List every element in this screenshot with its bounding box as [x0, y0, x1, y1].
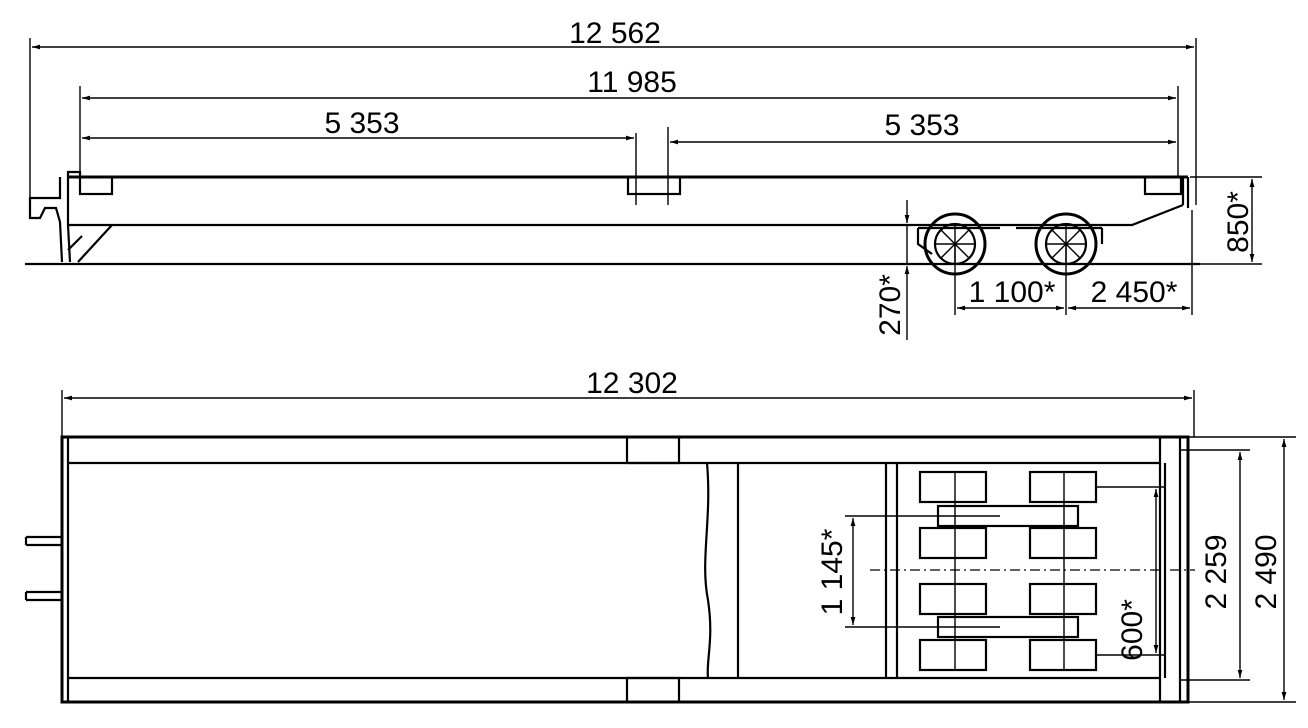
- label-top-overall-length: 12 302: [586, 367, 678, 400]
- label-half-right: 5 353: [884, 109, 959, 142]
- label-deck-height: 850*: [1222, 191, 1255, 253]
- label-width-outer: 2 490: [1250, 534, 1283, 609]
- label-wheel-clearance: 270*: [874, 274, 907, 336]
- label-deck-length: 11 985: [587, 66, 677, 99]
- break-line: [704, 462, 712, 679]
- top-view: 12 302 1 145* 600* 2 259 2 490: [24, 367, 1296, 704]
- bogie-frame: [916, 226, 1104, 255]
- label-overall-length: 12 562: [569, 17, 661, 50]
- label-rear-overhang: 2 450*: [1091, 276, 1178, 309]
- front-coupling: [66, 170, 82, 177]
- deck-pocket-rear: [1143, 175, 1183, 196]
- cross-member-top-mid: [625, 435, 681, 465]
- side-view: 12 562 11 985 5 353 5 353 850* 270* 1 10…: [25, 17, 1262, 340]
- deck-bottom: [68, 203, 1184, 227]
- deck-pocket-middle: [626, 175, 682, 196]
- label-axle-spacing: 1 100*: [969, 276, 1056, 309]
- frame-outline: [60, 435, 1190, 704]
- label-wheel-track: 600*: [1116, 599, 1149, 661]
- front-support: [66, 224, 72, 263]
- deck-pocket-front: [78, 175, 114, 196]
- label-width-inner: 2 259: [1200, 534, 1233, 609]
- tyres: [918, 470, 1098, 672]
- coupling-pin-upper: [24, 535, 62, 547]
- label-axle-group-span: 1 145*: [816, 528, 849, 615]
- coupling-pin-lower: [24, 590, 62, 602]
- label-half-left: 5 353: [324, 107, 399, 140]
- cross-member-bottom-mid: [625, 676, 681, 704]
